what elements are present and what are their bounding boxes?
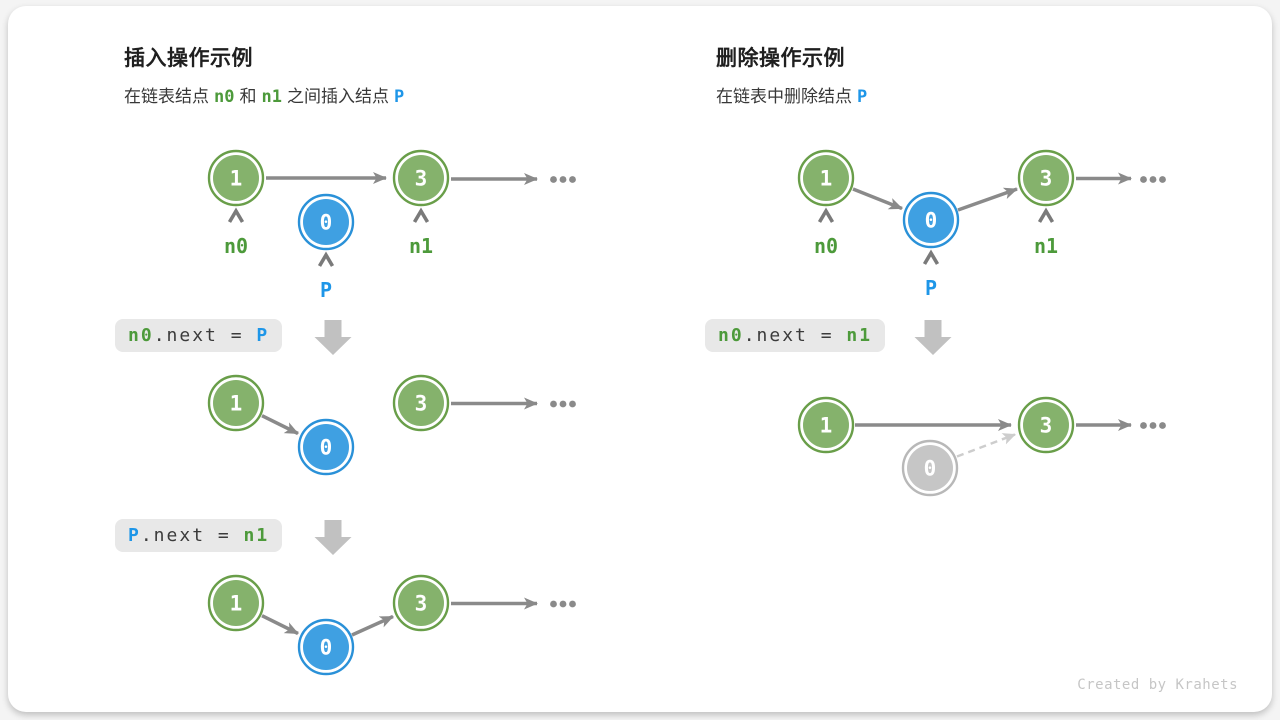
node-3: 3	[1017, 396, 1075, 454]
delete-panel-subtitle: 在链表中删除结点 P	[716, 82, 872, 107]
node-3: 3	[1017, 149, 1075, 207]
code-mid: .next =	[743, 325, 847, 346]
pointer-label-n1: n1	[1034, 234, 1058, 258]
node-3: 3	[392, 149, 450, 207]
caret-up-icon	[817, 207, 835, 223]
code-lhs: n0	[718, 325, 744, 346]
token-p: P	[393, 87, 405, 107]
node-value: 1	[230, 392, 243, 416]
node-value: 1	[820, 167, 833, 191]
down-arrow-icon	[314, 320, 352, 355]
dashed-arrow-p-to-3	[956, 433, 1016, 458]
code-rhs: n1	[243, 525, 270, 546]
arrow-p-to-3	[957, 187, 1018, 212]
node-p: 0	[902, 191, 960, 249]
caret-up-icon	[922, 249, 940, 265]
caret-up-icon	[1037, 207, 1055, 223]
code-mid: .next =	[153, 325, 257, 346]
node-value: 0	[925, 209, 938, 233]
node-value: 3	[1040, 414, 1053, 438]
node-3: 3	[392, 574, 450, 632]
node-p: 0	[297, 618, 355, 676]
caret-up-icon	[317, 251, 335, 267]
node-1: 1	[207, 374, 265, 432]
node-1: 1	[207, 149, 265, 207]
code-mid: .next =	[140, 525, 244, 546]
node-value: 0	[320, 436, 333, 460]
node-value: 3	[415, 592, 428, 616]
token-n1: n1	[261, 87, 282, 107]
delete-panel-title: 删除操作示例	[716, 47, 845, 70]
node-p: 0	[297, 193, 355, 251]
caret-up-icon	[227, 207, 245, 223]
ellipsis-icon	[550, 600, 576, 608]
node-value: 3	[415, 392, 428, 416]
token-n0: n0	[214, 87, 235, 107]
node-value: 3	[415, 167, 428, 191]
arrow-1-to-p	[852, 187, 903, 211]
pointer-label-n0: n0	[224, 234, 248, 258]
node-1: 1	[207, 574, 265, 632]
subtitle-text: 在链表中删除结点	[716, 87, 852, 106]
ellipsis-icon	[1140, 176, 1166, 183]
code-lhs: P	[128, 525, 141, 546]
pointer-label-n1: n1	[409, 234, 433, 258]
node-1: 1	[797, 396, 855, 454]
node-value: 0	[924, 457, 937, 481]
down-arrow-icon	[914, 320, 952, 355]
ellipsis-icon	[550, 176, 576, 183]
node-value: 3	[1040, 167, 1053, 191]
insert-step2: 1 0 3	[207, 374, 576, 476]
code-rhs: P	[256, 325, 270, 346]
code-label-n0-next-p: n0.next = P	[115, 319, 283, 352]
subtitle-text: 之间插入结点	[286, 87, 389, 106]
node-value: 1	[230, 592, 243, 616]
caret-up-icon	[412, 207, 430, 223]
arrow-p-to-3	[351, 614, 394, 637]
subtitle-text: 在链表结点	[124, 87, 209, 106]
subtitle-text: 和	[239, 87, 257, 106]
insert-panel-title: 插入操作示例	[124, 47, 253, 70]
node-1: 1	[797, 149, 855, 207]
down-arrow-icon	[314, 520, 352, 555]
node-value: 1	[230, 167, 243, 191]
node-p: 0	[297, 418, 355, 476]
footer-credit: Created by Krahets	[1077, 677, 1238, 693]
node-value: 1	[820, 414, 833, 438]
pointer-label-p: P	[320, 278, 332, 302]
pointer-label-n0: n0	[814, 234, 838, 258]
arrow-1-to-p	[261, 614, 299, 636]
insert-step1: 1 0 3 n0 P n1	[207, 149, 576, 302]
code-label-n0-next-n1: n0.next = n1	[705, 319, 886, 352]
token-p: P	[857, 87, 868, 107]
code-lhs: n0	[128, 325, 154, 346]
arrow-1-to-p	[261, 414, 299, 436]
node-value: 0	[320, 636, 333, 660]
ellipsis-icon	[550, 400, 576, 408]
delete-step1: 1 0 3 n0 P n1	[797, 149, 1166, 300]
node-3: 3	[392, 374, 450, 432]
code-rhs: n1	[846, 325, 873, 346]
code-label-p-next-n1: P.next = n1	[115, 519, 283, 552]
insert-step3: 1 0 3	[207, 574, 576, 676]
ellipsis-icon	[1140, 422, 1166, 429]
node-p-removed: 0	[901, 439, 959, 497]
node-value: 0	[320, 211, 333, 235]
delete-step2: 0 1 3	[797, 396, 1166, 497]
pointer-label-p: P	[925, 276, 937, 300]
